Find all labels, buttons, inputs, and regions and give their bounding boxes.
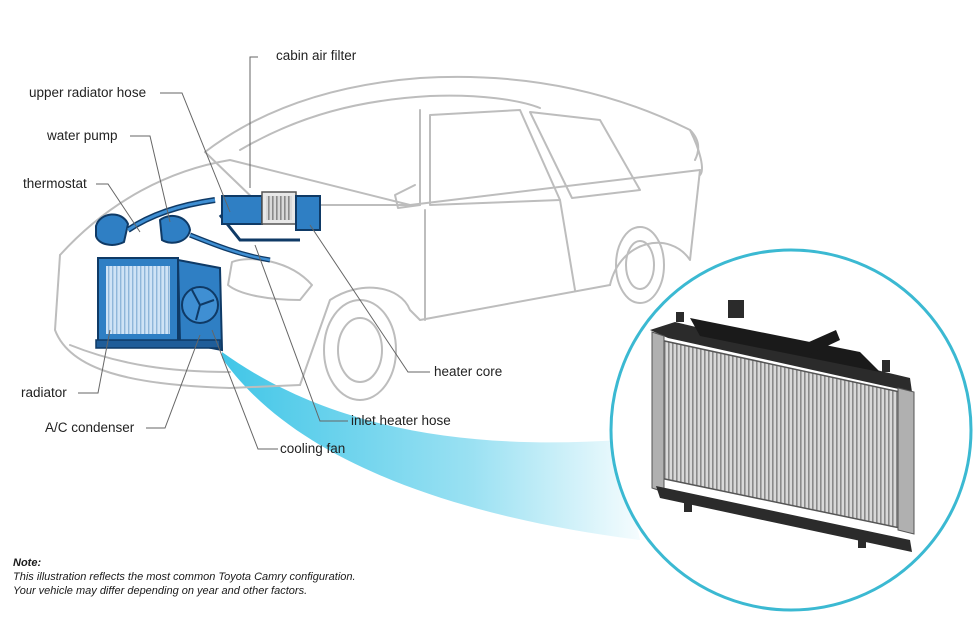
car-outline	[54, 75, 703, 389]
note-line-1: This illustration reflects the most comm…	[13, 571, 356, 583]
radiator-callout	[609, 248, 973, 612]
water-pump-part	[158, 214, 192, 244]
condenser-fan-part	[176, 258, 224, 352]
label-cooling-fan: cooling fan	[280, 441, 346, 456]
cooling-system-parts	[95, 191, 321, 352]
label-water-pump: water pump	[47, 128, 118, 143]
label-cabin-air-filter: cabin air filter	[276, 48, 357, 63]
label-ac-condenser: A/C condenser	[45, 420, 135, 435]
leader-lines	[78, 56, 430, 450]
label-radiator: radiator	[21, 385, 67, 400]
label-heater-core: heater core	[434, 364, 503, 379]
thermostat-part	[95, 213, 130, 246]
zoom-beam	[222, 352, 640, 540]
note-heading: Note:	[13, 557, 42, 569]
radiator-part	[97, 257, 179, 343]
heater-core-part	[295, 195, 321, 231]
label-thermostat: thermostat	[23, 176, 87, 191]
note-line-2: Your vehicle may differ depending on yea…	[13, 585, 308, 597]
note-block: Note: This illustration reflects the mos…	[13, 556, 356, 598]
label-inlet-heater-hose: inlet heater hose	[351, 413, 451, 428]
label-upper-radiator-hose: upper radiator hose	[29, 85, 147, 100]
